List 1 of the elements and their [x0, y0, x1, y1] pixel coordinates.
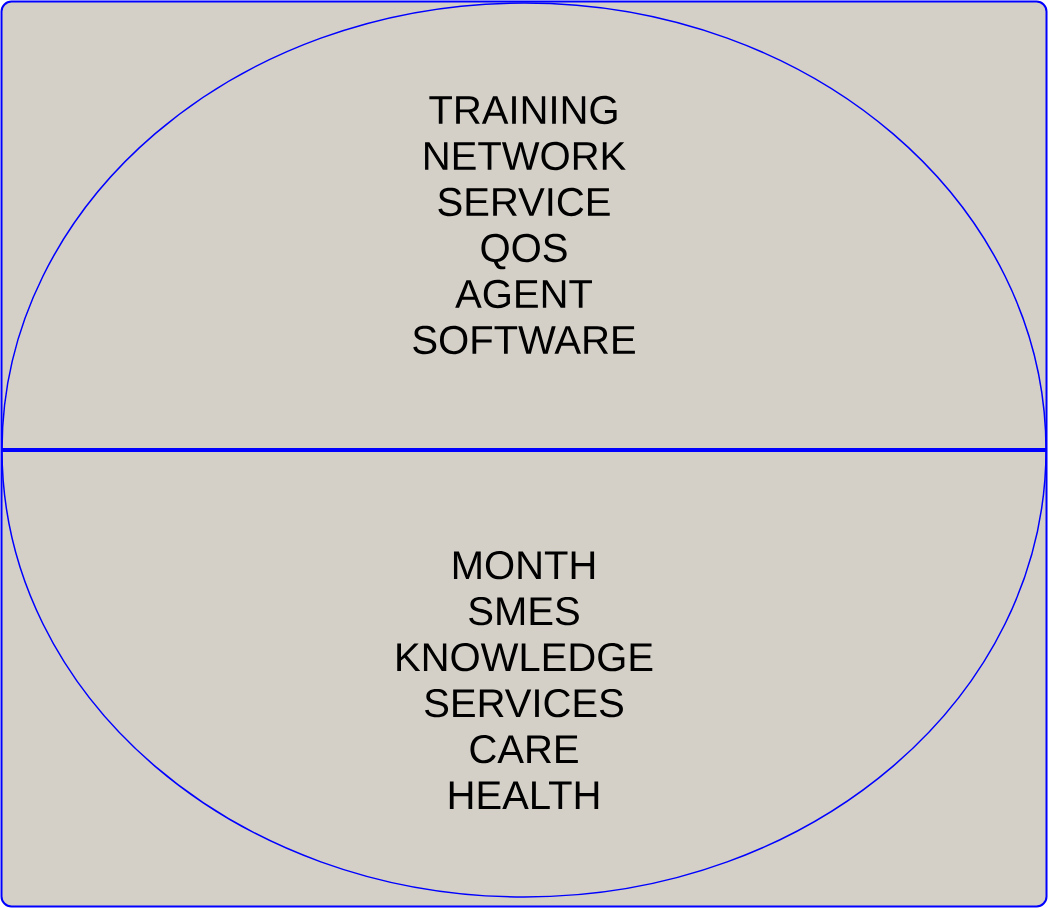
frame-box [0, 0, 1048, 908]
